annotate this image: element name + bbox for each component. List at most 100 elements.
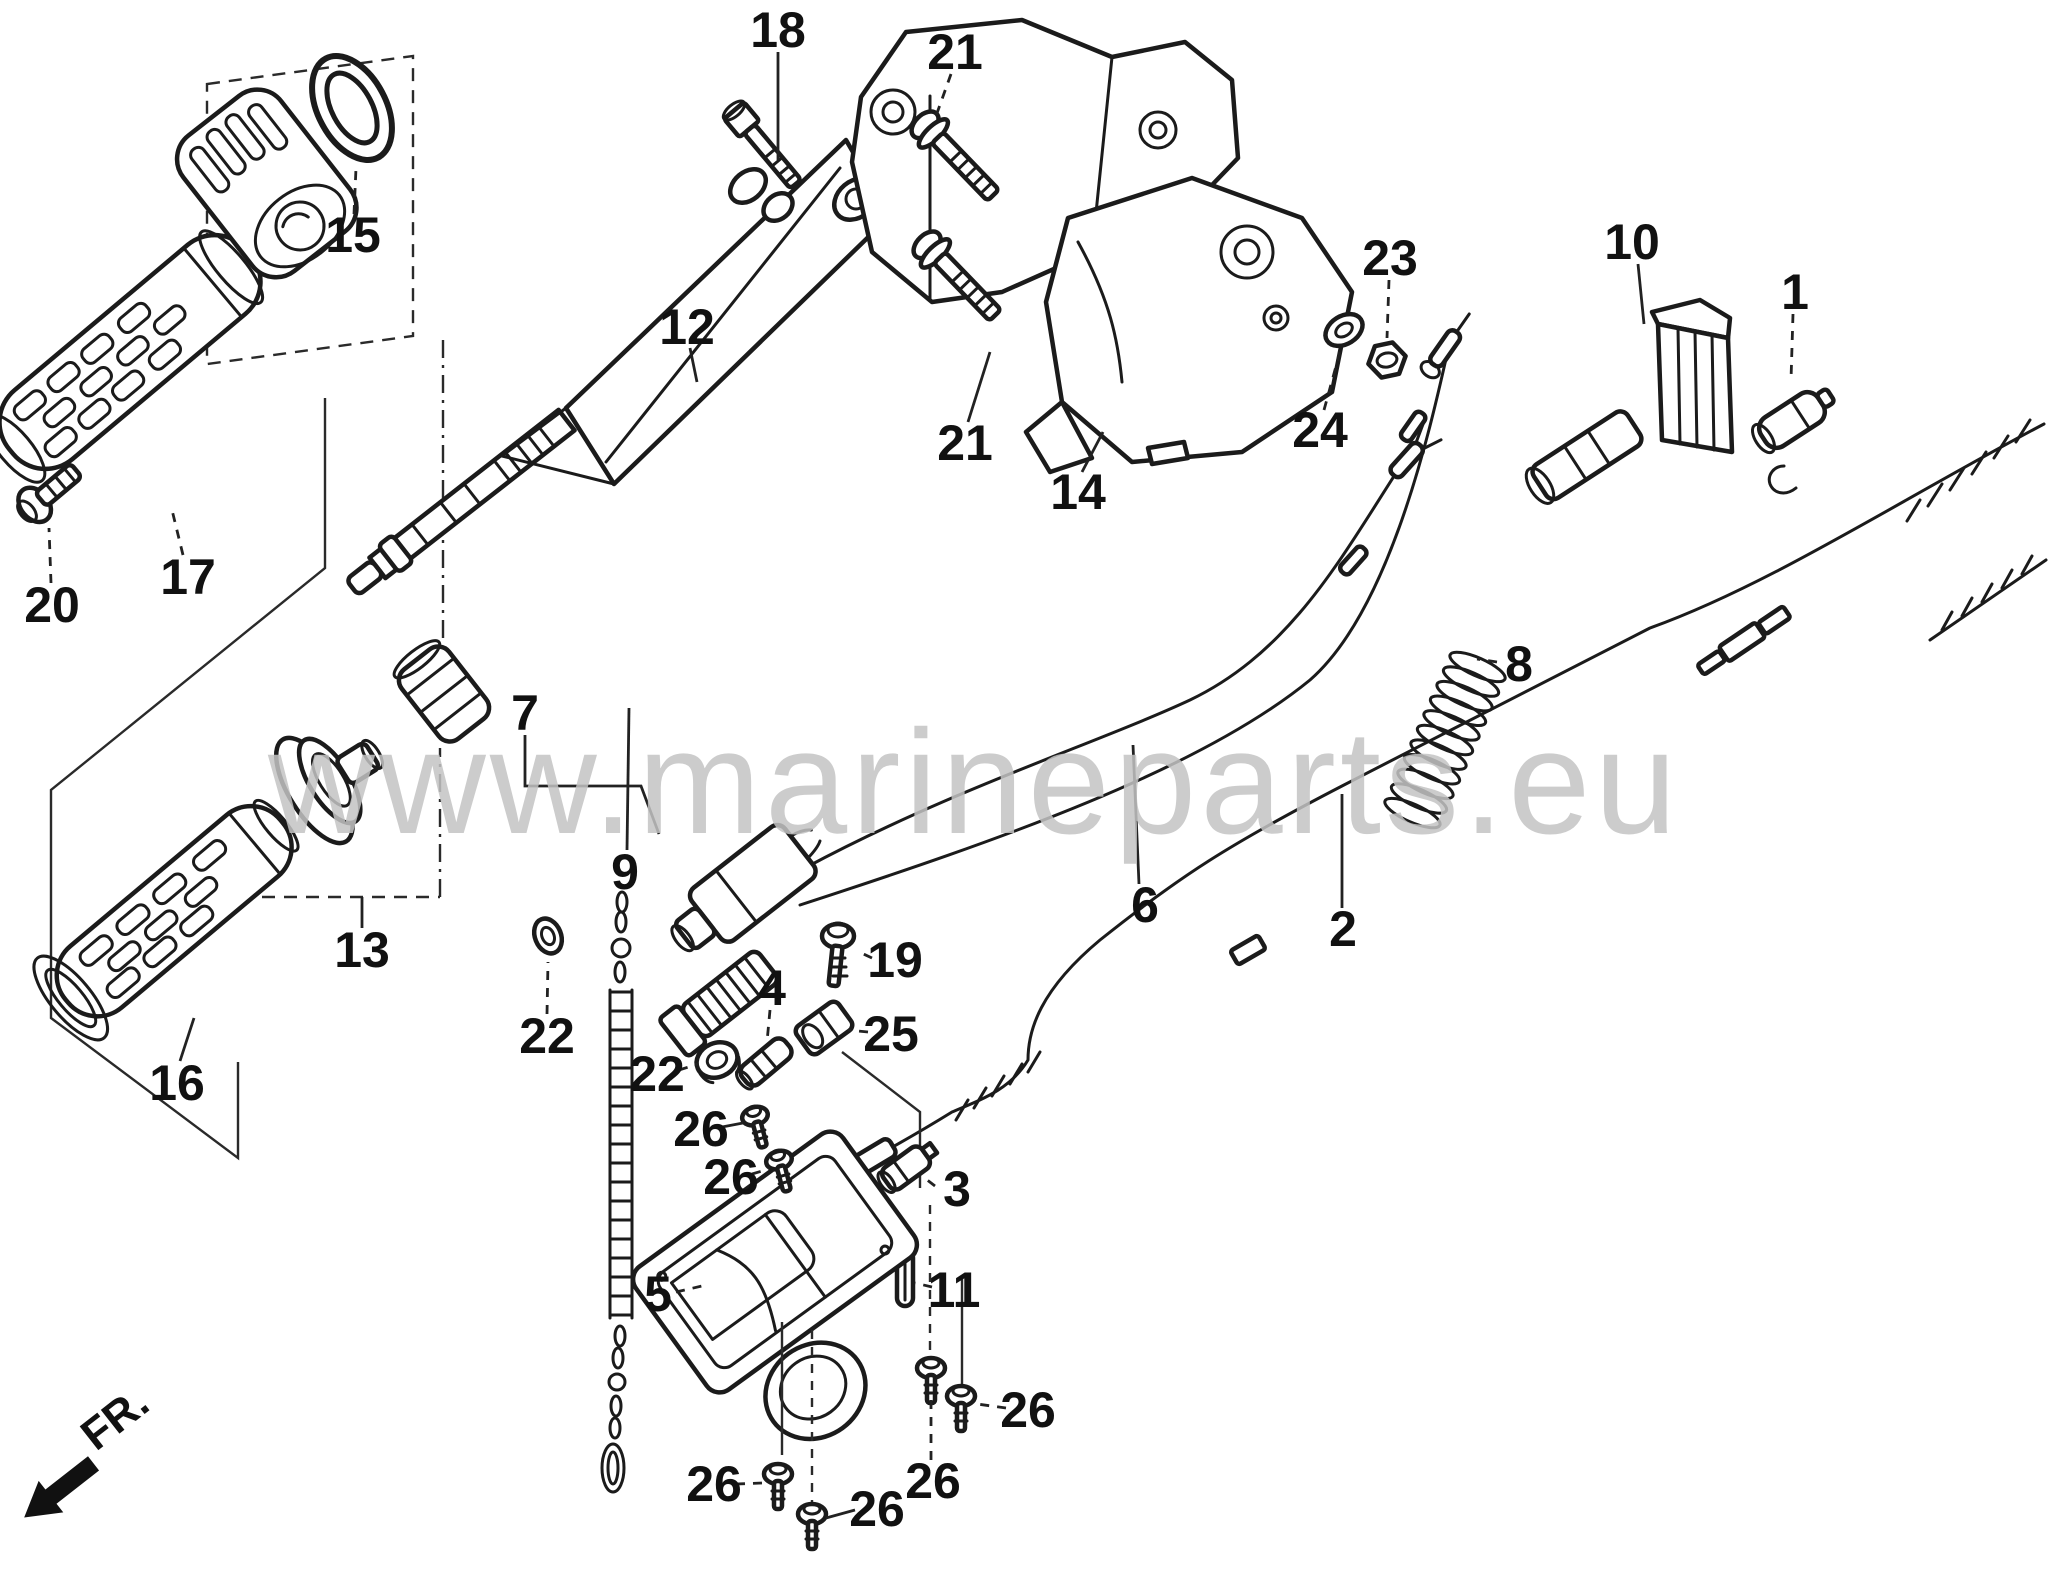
part-label-7[interactable]: 7 <box>511 685 539 741</box>
part-4-pin-drawing <box>735 1036 794 1091</box>
part-15-ring-drawing <box>309 53 395 163</box>
leader-line-5 <box>675 1284 703 1294</box>
leader-line-17 <box>170 509 185 556</box>
leader-line-4 <box>765 1009 772 1043</box>
part-24-washer-drawing <box>1323 311 1365 349</box>
part-label-11[interactable]: 11 <box>928 1262 981 1318</box>
leader-line-26 <box>751 1167 770 1176</box>
part-1-cap-drawing <box>1750 387 1836 455</box>
part-23-nut-drawing <box>1366 340 1408 380</box>
part-22-washer-b-drawing <box>694 1040 741 1085</box>
part-label-21[interactable]: 21 <box>927 24 983 80</box>
part-26-screw-drawing <box>763 1148 794 1194</box>
part-label-9[interactable]: 9 <box>611 844 639 900</box>
part-label-3[interactable]: 3 <box>943 1161 971 1217</box>
part-label-16[interactable]: 16 <box>149 1055 205 1111</box>
leader-line-11 <box>914 1281 933 1289</box>
leader-line-7 <box>523 735 661 835</box>
part-label-26[interactable]: 26 <box>905 1453 961 1509</box>
fr-direction-arrow-icon: FR. <box>24 1378 158 1518</box>
part-12-shaft-drawing <box>346 407 577 596</box>
leader-line-15 <box>352 167 358 215</box>
part-8-spring-drawing <box>1383 650 1507 830</box>
part-25-clamp-drawing <box>793 999 855 1057</box>
part-26-screw-drawing <box>739 1104 770 1150</box>
leader-line-26 <box>976 1402 1007 1410</box>
part-label-25[interactable]: 25 <box>863 1006 919 1062</box>
part-label-15[interactable]: 15 <box>325 207 381 263</box>
part-number-labels: 1234567891011121314151617181920212122222… <box>24 2 1809 1537</box>
leader-line-10 <box>1636 263 1646 325</box>
leader-line-25 <box>847 1028 869 1034</box>
part-label-23[interactable]: 23 <box>1362 230 1418 286</box>
part-label-22[interactable]: 22 <box>519 1008 575 1064</box>
part-label-22[interactable]: 22 <box>629 1046 685 1102</box>
part-label-14[interactable]: 14 <box>1050 464 1106 520</box>
leader-line-14 <box>1080 431 1105 473</box>
part-label-10[interactable]: 10 <box>1604 214 1660 270</box>
part-label-12[interactable]: 12 <box>659 299 715 355</box>
part-label-20[interactable]: 20 <box>24 577 80 633</box>
leader-line-9 <box>625 707 631 851</box>
part-10-stop-switch-drawing <box>1524 297 1735 505</box>
part-16-grip-drawing <box>32 798 300 1042</box>
part-label-4[interactable]: 4 <box>758 960 786 1016</box>
leader-line-8 <box>1476 657 1498 664</box>
part-18-bolt-drawing <box>721 99 802 190</box>
leader-line-26 <box>735 1481 764 1486</box>
part-label-26[interactable]: 26 <box>849 1481 905 1537</box>
part-26-screw-drawing <box>944 1383 978 1434</box>
part-26-screw-drawing <box>761 1461 795 1512</box>
leader-line-21 <box>934 73 953 117</box>
part-label-18[interactable]: 18 <box>750 2 806 58</box>
leader-line-26 <box>721 1121 744 1129</box>
part-7-switch-drawing <box>658 822 822 1058</box>
part-label-26[interactable]: 26 <box>1000 1382 1056 1438</box>
part-label-6[interactable]: 6 <box>1131 877 1159 933</box>
leader-line-23 <box>1385 279 1391 339</box>
part-6-wire-harness-drawing <box>798 304 1471 907</box>
part-26-screw-drawing <box>914 1355 948 1406</box>
part-20-screw-drawing <box>16 463 83 525</box>
part-label-17[interactable]: 17 <box>160 549 216 605</box>
part-label-8[interactable]: 8 <box>1505 636 1533 692</box>
leader-line-12 <box>688 347 699 383</box>
leader-line-22 <box>545 961 550 1015</box>
part-9-chain-drawing <box>600 890 634 1494</box>
part-label-1[interactable]: 1 <box>1781 264 1809 320</box>
part-label-26[interactable]: 26 <box>703 1149 759 1205</box>
part-19-screw-drawing <box>819 921 857 989</box>
part-3-cable-end-drawing <box>876 1140 940 1194</box>
part-label-2[interactable]: 2 <box>1329 901 1357 957</box>
leader-line-1 <box>1789 313 1795 381</box>
part-21-bolt-lower-drawing <box>911 229 1002 322</box>
leader-line-26 <box>825 1508 856 1520</box>
part-label-5[interactable]: 5 <box>644 1266 672 1322</box>
part-26-screw-drawing <box>795 1501 829 1552</box>
part-label-19[interactable]: 19 <box>867 932 923 988</box>
part-label-21[interactable]: 21 <box>937 415 993 471</box>
part-12-handle-tube-drawing <box>500 137 893 487</box>
part-13-cap-drawing <box>174 87 359 280</box>
fr-label: FR. <box>72 1378 158 1460</box>
leader-line-20 <box>47 527 53 584</box>
part-label-26[interactable]: 26 <box>686 1456 742 1512</box>
leader-line-19 <box>856 949 873 960</box>
screw-position-lines <box>780 1205 964 1502</box>
leader-line-22 <box>678 1062 699 1072</box>
leader-line-3 <box>921 1174 936 1188</box>
part-5-housing-drawing <box>630 1129 920 1442</box>
leader-line-21 <box>966 351 992 423</box>
part-17-grip-drawing <box>0 229 265 484</box>
part-14-mount-bracket-drawing <box>1023 175 1355 475</box>
leader-line-16 <box>178 1017 196 1062</box>
part-label-24[interactable]: 24 <box>1292 402 1348 458</box>
leader-line-6 <box>1131 744 1141 885</box>
part-label-26[interactable]: 26 <box>673 1101 729 1157</box>
part-2-throttle-cable-drawing <box>812 418 2048 1196</box>
part-label-13[interactable]: 13 <box>334 922 390 978</box>
part-22-washer-a-drawing <box>531 916 565 956</box>
throttle-pipe-collar-drawing <box>392 639 492 744</box>
